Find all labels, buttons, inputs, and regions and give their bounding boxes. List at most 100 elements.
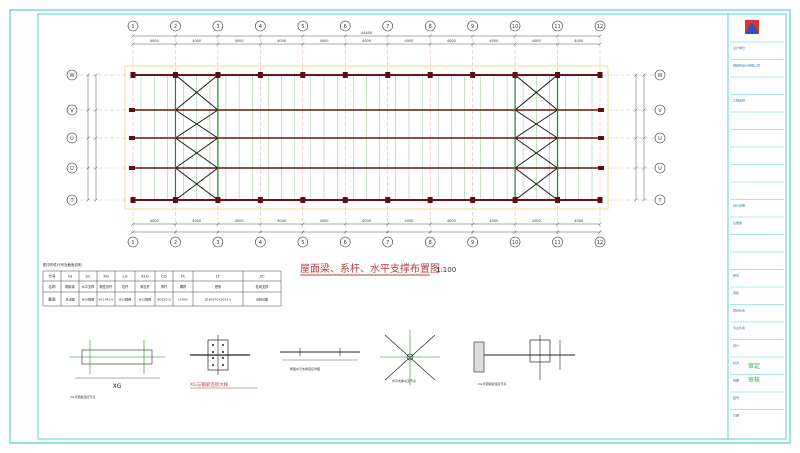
dimension-tick — [301, 222, 305, 226]
dimension-span-top: 4000 — [489, 39, 498, 43]
grid-bubble-top — [424, 20, 436, 32]
grid-bubble-top — [170, 20, 181, 32]
dimension-tick — [258, 34, 263, 38]
dimension-tick — [343, 230, 347, 234]
grid-bubble-left — [66, 194, 78, 206]
dimension-tick — [428, 222, 432, 226]
title-block-text: 设计单位 — [733, 45, 745, 50]
title-block-text: 项目负责 — [733, 308, 745, 313]
legend-code: LG — [122, 274, 127, 279]
grid-bubble-top — [127, 20, 139, 32]
steel-column — [215, 72, 221, 78]
steel-column — [257, 72, 263, 78]
steel-column — [555, 72, 561, 78]
horizontal-brace — [175, 137, 219, 169]
detail-2-bolt — [222, 357, 224, 359]
dimension-span-bottom: 4000 — [489, 219, 498, 223]
dimension-span-bottom: 4000 — [235, 219, 244, 223]
dimension-span-top: 4000 — [532, 39, 541, 43]
legend-code: ZC — [259, 274, 265, 279]
legend-name: 刚性系杆 — [100, 284, 114, 289]
gable-column — [598, 166, 604, 170]
detail-2-bolt — [222, 351, 224, 353]
dimension-span-top: 4000 — [574, 39, 583, 43]
title-block-text: 审核 — [733, 290, 739, 295]
grid-bubble-top — [255, 20, 266, 32]
legend-section: 见柱详图 — [256, 297, 268, 302]
grid-bubble-bottom — [467, 236, 478, 248]
detail-2-bolt — [212, 364, 214, 366]
dimension-tick — [216, 34, 220, 38]
steel-column — [130, 197, 136, 203]
gable-column — [129, 136, 135, 140]
grid-label-top: 7 — [386, 24, 389, 30]
grid-bubble-bottom — [382, 236, 394, 248]
detail-4-node — [406, 353, 414, 361]
grid-label-right: V — [658, 108, 662, 114]
stamp-text: 审定 — [748, 362, 760, 370]
grid-bubble-top — [339, 20, 351, 32]
drawing-title: 屋面梁、系杆、水平支撑布置图 — [300, 262, 440, 275]
grid-label-top: 11 — [554, 24, 560, 30]
grid-label-bottom: 7 — [386, 240, 389, 246]
legend-name: 隅撑 — [180, 284, 187, 289]
grid-bubble-left — [66, 69, 78, 81]
dimension-tick-side — [634, 136, 638, 140]
legend-section: Φ12圆钢 — [139, 297, 151, 302]
dimension-span-bottom: 4000 — [277, 219, 286, 223]
dimension-tick-side — [634, 198, 638, 202]
grid-label-left: W — [70, 73, 75, 79]
detail-2-bolt — [222, 364, 224, 366]
steel-column — [130, 72, 136, 78]
title-block-text: 校对 — [733, 360, 739, 365]
steel-column — [342, 72, 348, 78]
grid-label-bottom: 6 — [344, 240, 347, 246]
grid-bubble-bottom — [297, 236, 309, 248]
grid-label-bottom: 4 — [259, 240, 262, 246]
dimension-tick — [301, 230, 305, 234]
dimension-tick-side — [94, 166, 98, 170]
dimension-span-bottom: 4000 — [192, 219, 201, 223]
legend-code: CG — [161, 274, 167, 279]
detail-5-wall — [473, 341, 485, 373]
grid-label-top: 6 — [344, 24, 347, 30]
steel-column — [385, 72, 391, 78]
dimension-span-top: 4000 — [277, 39, 286, 43]
legend-code: SC — [85, 274, 90, 279]
grid-label-left: T — [69, 198, 74, 204]
dimension-tick-side — [94, 73, 98, 77]
dimension-tick-side — [94, 108, 98, 112]
grid-bubble-top — [552, 20, 563, 32]
dimension-tick — [513, 230, 517, 234]
grid-label-right: T — [657, 198, 662, 204]
title-block: 设计单位钢结构设计有限公司工程名称设计说明注册章审定审核项目负责专业负责设计校对… — [730, 20, 784, 418]
horizontal-brace — [514, 74, 558, 111]
dimension-tick — [513, 34, 517, 38]
grid-label-top: 8 — [429, 24, 432, 30]
grid-label-top: 4 — [259, 24, 262, 30]
title-block-text: 审定 — [733, 273, 739, 278]
dimension-tick — [173, 42, 178, 46]
steel-column — [427, 72, 433, 78]
steel-column — [257, 197, 263, 203]
gable-column — [598, 108, 604, 112]
dimension-tick — [258, 230, 263, 234]
dimension-span-bottom: 4000 — [574, 219, 583, 223]
detail-2-bolt — [212, 351, 214, 353]
dimension-tick — [386, 222, 390, 226]
grid-label-top: 10 — [512, 24, 518, 30]
dimension-span-bottom: 4000 — [404, 219, 413, 223]
dimension-tick-side — [94, 136, 98, 140]
grid-bubble-bottom — [127, 236, 139, 248]
grid-bubble-top — [467, 20, 478, 32]
grid-bubble-top — [594, 20, 606, 32]
dimension-tick — [386, 42, 390, 46]
title-block-text: 图号 — [733, 395, 739, 400]
steel-column — [342, 197, 348, 203]
grid-label-bottom: 1 — [131, 240, 134, 246]
grid-bubble-right — [654, 132, 666, 144]
dimension-span-bottom: 4000 — [447, 219, 456, 223]
dimension-tick — [216, 42, 220, 46]
dimension-tick-side — [634, 166, 638, 170]
dimension-tick — [470, 34, 475, 38]
